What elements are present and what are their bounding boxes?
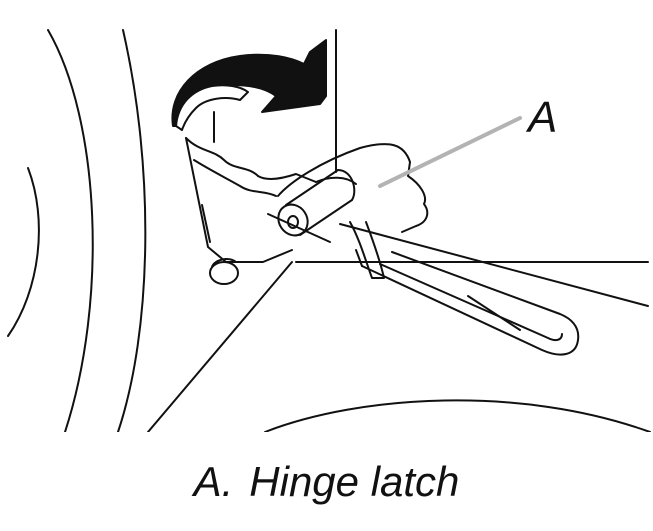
hinge-pin-knob bbox=[209, 258, 239, 285]
rotation-arrow-icon bbox=[171, 39, 327, 131]
callout-leader-line bbox=[378, 116, 522, 188]
caption-label: A. bbox=[193, 458, 234, 505]
hinge-post bbox=[213, 29, 337, 173]
callout-letter-a: A bbox=[525, 93, 557, 142]
latch-wire-clip bbox=[349, 221, 385, 279]
caption-text: Hinge latch bbox=[249, 458, 460, 505]
figure-caption: A. Hinge latch bbox=[0, 458, 653, 506]
dryer-body-curves bbox=[7, 29, 147, 432]
door-edge-lines bbox=[147, 261, 651, 432]
latch-cylinder-pin bbox=[277, 169, 356, 237]
hinge-plate bbox=[185, 137, 317, 263]
latch-lever-arm bbox=[339, 223, 649, 356]
